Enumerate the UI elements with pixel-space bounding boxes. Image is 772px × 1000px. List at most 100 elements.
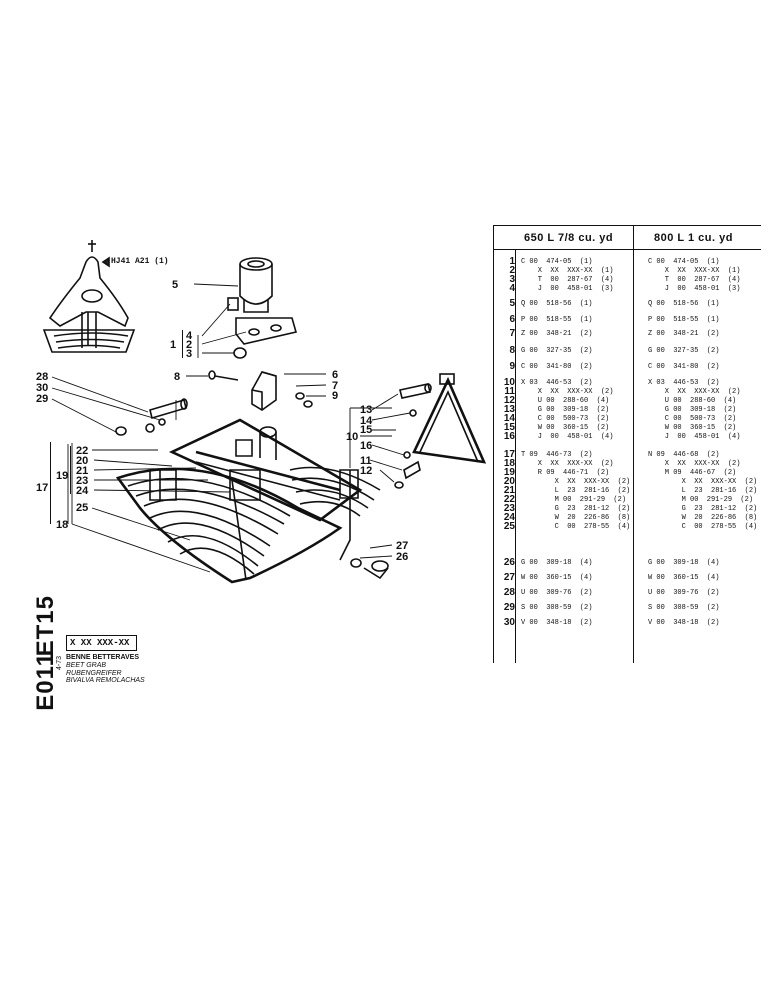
title-de: RUBENGREIFER (66, 669, 122, 677)
table-num-rule (515, 249, 516, 663)
table-row: 1 C 00 474-05 (1) C 00 474-05 (1) (493, 256, 759, 268)
table-row: 12 U 00 288-60 (4) U 00 288-60 (4) (493, 395, 759, 407)
callout-11: 11 (360, 455, 372, 467)
item-number: 28 (503, 587, 515, 598)
inset-tine-detail (42, 240, 136, 353)
item-number: 1 (509, 256, 515, 267)
part-number-800l: T 00 287-67 (4) (648, 276, 741, 284)
item-number: 26 (503, 557, 515, 568)
part-number-800l: U 00 288-60 (4) (648, 397, 737, 405)
item-number: 25 (503, 521, 515, 532)
callout-18: 18 (56, 519, 68, 531)
part-number-650l: W 00 360-15 (2) (521, 424, 610, 432)
part-number-650l: C 00 278-55 (4) (521, 523, 631, 531)
part-number-650l: X 03 446-53 (2) (521, 379, 593, 387)
part-number-650l: G 00 309-18 (4) (521, 559, 593, 567)
part-number-800l: Z 00 348-21 (2) (648, 330, 720, 338)
bracket-1 (182, 330, 183, 358)
table-row: 19 R 09 446-71 (2) M 09 446-67 (2) (493, 467, 759, 479)
part-number-650l: Q 00 518-56 (1) (521, 300, 593, 308)
table-row: 20 X XX XXX-XX (2) X XX XXX-XX (2) (493, 476, 759, 488)
inset-reference: HJ41 A21 (1) (111, 257, 169, 266)
item-number: 19 (503, 467, 515, 478)
part-number-800l: U 00 309-76 (2) (648, 589, 720, 597)
bracket-19 (70, 446, 71, 494)
item-number: 7 (509, 328, 515, 339)
callout-8: 8 (174, 371, 180, 383)
part-number-650l: G 00 327-35 (2) (521, 347, 593, 355)
callout-27: 27 (396, 540, 408, 552)
callout-5: 5 (172, 279, 178, 291)
part-number-800l: C 00 278-55 (4) (648, 523, 758, 531)
item-number: 3 (509, 274, 515, 285)
part-number-650l: X XX XXX-XX (1) (521, 267, 614, 275)
part-number-650l: X XX XXX-XX (2) (521, 460, 614, 468)
part-number-650l: G 00 309-18 (2) (521, 406, 610, 414)
item-number: 16 (503, 431, 515, 442)
table-row: 25 C 00 278-55 (4) C 00 278-55 (4) (493, 521, 759, 533)
item-number: 8 (509, 345, 515, 356)
part-number-650l: M 00 291-29 (2) (521, 496, 627, 504)
callout-24: 24 (76, 485, 89, 497)
part-number-800l: X XX XXX-XX (2) (648, 388, 741, 396)
callout-28: 28 (36, 371, 48, 383)
callout-7: 7 (332, 380, 338, 392)
table-row: 24 W 20 226-86 (8) W 20 226-86 (8) (493, 512, 759, 524)
pin-parts-left (115, 398, 188, 436)
callout-19: 19 (56, 470, 68, 482)
callout-13: 13 (360, 404, 372, 416)
part-number-650l: X XX XXX-XX (2) (521, 478, 631, 486)
part-number-800l: C 00 341-80 (2) (648, 363, 720, 371)
part-number-800l: C 00 474-05 (1) (648, 258, 720, 266)
table-left-rule (493, 225, 494, 663)
item-number: 22 (503, 494, 515, 505)
table-row: 16 J 00 458-01 (4) J 00 458-01 (4) (493, 431, 759, 443)
title-es: BIVALVA REMOLACHAS (66, 677, 145, 685)
callout-16: 16 (360, 440, 372, 452)
title-block: BENNE BETTERAVES BEET GRAB RUBENGREIFER … (66, 654, 145, 685)
part-number-800l: X XX XXX-XX (2) (648, 478, 758, 486)
bucket-assembly (115, 418, 389, 584)
title-fr: BENNE BETTERAVES (66, 654, 139, 661)
part-number-650l: P 00 518-55 (1) (521, 316, 593, 324)
part-number-800l: Q 00 518-56 (1) (648, 300, 720, 308)
part-number-800l: P 00 518-55 (1) (648, 316, 720, 324)
item-number: 17 (503, 449, 515, 460)
bracket-parts (208, 370, 313, 411)
callout-20: 20 (76, 455, 88, 467)
triangle-frame (394, 373, 487, 489)
part-number-800l: G 23 281-12 (2) (648, 505, 758, 513)
reference-code-box: X XX XXX-XX (66, 635, 137, 651)
callout-26: 26 (396, 551, 408, 563)
callout-4: 4 (186, 330, 193, 342)
part-number-800l: W 00 360-15 (4) (648, 574, 720, 582)
item-number: 12 (503, 395, 515, 406)
item-number: 6 (509, 314, 515, 325)
part-number-650l: U 00 288-60 (4) (521, 397, 610, 405)
table-top-rule (493, 225, 761, 226)
part-number-800l: M 09 446-67 (2) (648, 469, 737, 477)
part-number-800l: W 20 226-86 (8) (648, 514, 758, 522)
callout-2: 2 (186, 339, 192, 351)
table-row: 3 T 00 287-67 (4) T 00 287-67 (4) (493, 274, 759, 286)
item-number: 20 (503, 476, 515, 487)
part-number-800l: X 03 446-53 (2) (648, 379, 720, 387)
part-number-800l: V 00 348-18 (2) (648, 619, 720, 627)
table-row: 26 G 00 309-18 (4) G 00 309-18 (4) (493, 557, 759, 569)
part-number-650l: C 00 474-05 (1) (521, 258, 593, 266)
callout-15: 15 (360, 424, 372, 436)
table-row: 11 X XX XXX-XX (2) X XX XXX-XX (2) (493, 386, 759, 398)
part-number-800l: J 00 458-01 (4) (648, 433, 741, 441)
bracket-17 (50, 442, 51, 524)
item-number: 15 (503, 422, 515, 433)
section-code-et15: ET15 (32, 595, 59, 657)
item-number: 18 (503, 458, 515, 469)
part-number-800l: G 00 309-18 (4) (648, 559, 720, 567)
inset-pointer-icon (101, 256, 110, 268)
table-row: 4 J 00 458-01 (3) J 00 458-01 (3) (493, 283, 759, 295)
